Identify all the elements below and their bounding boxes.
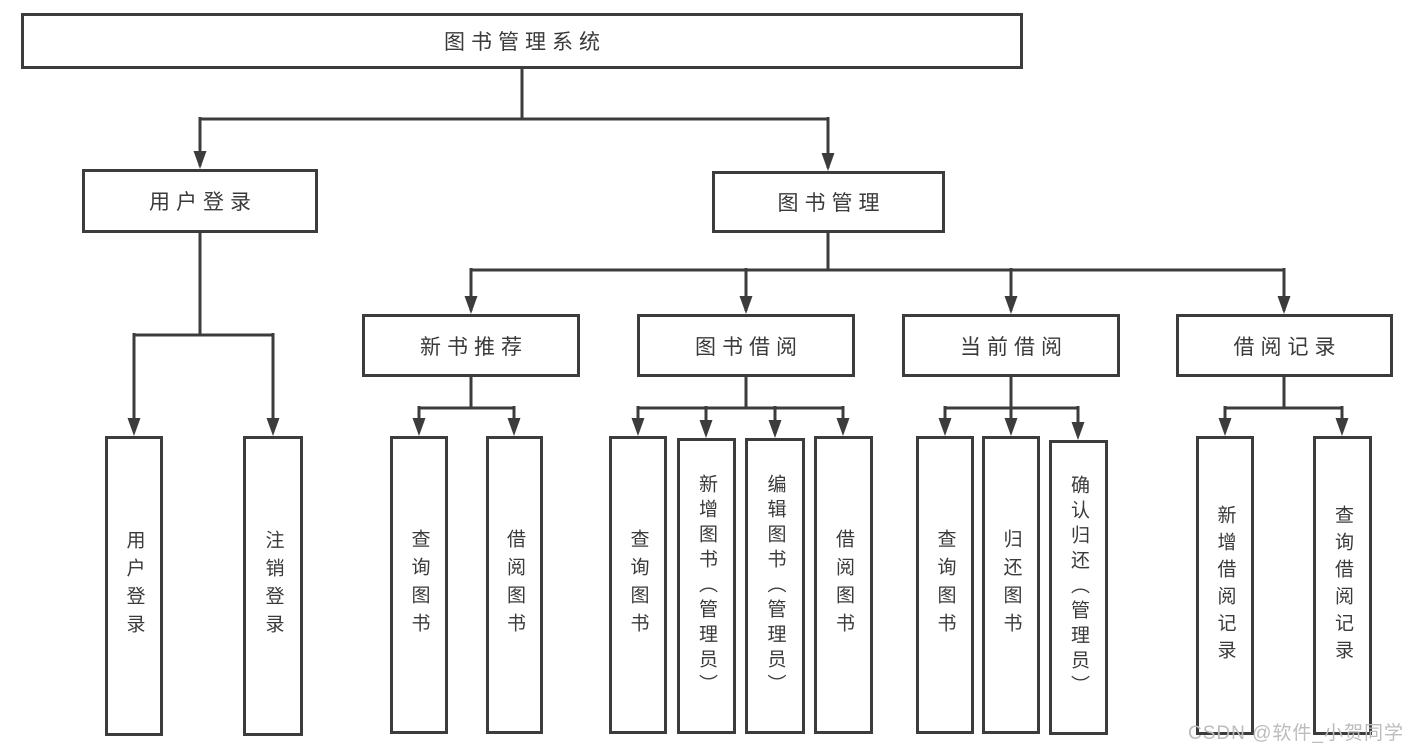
leaf-query-books-recommend: 查询图书 bbox=[390, 436, 448, 734]
leaf-logout: 注销登录 bbox=[243, 436, 303, 736]
node-book-borrow: 图书借阅 bbox=[637, 314, 855, 377]
leaf-add-borrow-record: 新增借阅记录 bbox=[1196, 436, 1254, 735]
node-root: 图书管理系统 bbox=[21, 13, 1023, 69]
node-new-book-recommend: 新书推荐 bbox=[362, 314, 580, 377]
leaf-return-books: 归还图书 bbox=[982, 436, 1040, 734]
node-user-login: 用户登录 bbox=[82, 169, 318, 233]
leaf-edit-book-admin: 编辑图书（管理员） bbox=[745, 438, 805, 734]
leaf-borrow-books-recommend: 借阅图书 bbox=[486, 436, 543, 734]
leaf-query-books-current: 查询图书 bbox=[916, 436, 974, 734]
leaf-query-borrow-record: 查询借阅记录 bbox=[1313, 436, 1372, 735]
node-current-borrow: 当前借阅 bbox=[902, 314, 1120, 377]
leaf-add-book-admin: 新增图书（管理员） bbox=[677, 438, 736, 734]
leaf-confirm-return-admin: 确认归还（管理员） bbox=[1049, 440, 1108, 735]
node-borrow-records: 借阅记录 bbox=[1176, 314, 1393, 377]
leaf-user-login: 用户登录 bbox=[105, 436, 163, 736]
node-book-management: 图书管理 bbox=[712, 171, 945, 233]
watermark: CSDN @软件_小贺同学 bbox=[1188, 723, 1404, 744]
leaf-borrow-books-borrow: 借阅图书 bbox=[814, 436, 873, 734]
leaf-query-books-borrow: 查询图书 bbox=[609, 436, 667, 734]
